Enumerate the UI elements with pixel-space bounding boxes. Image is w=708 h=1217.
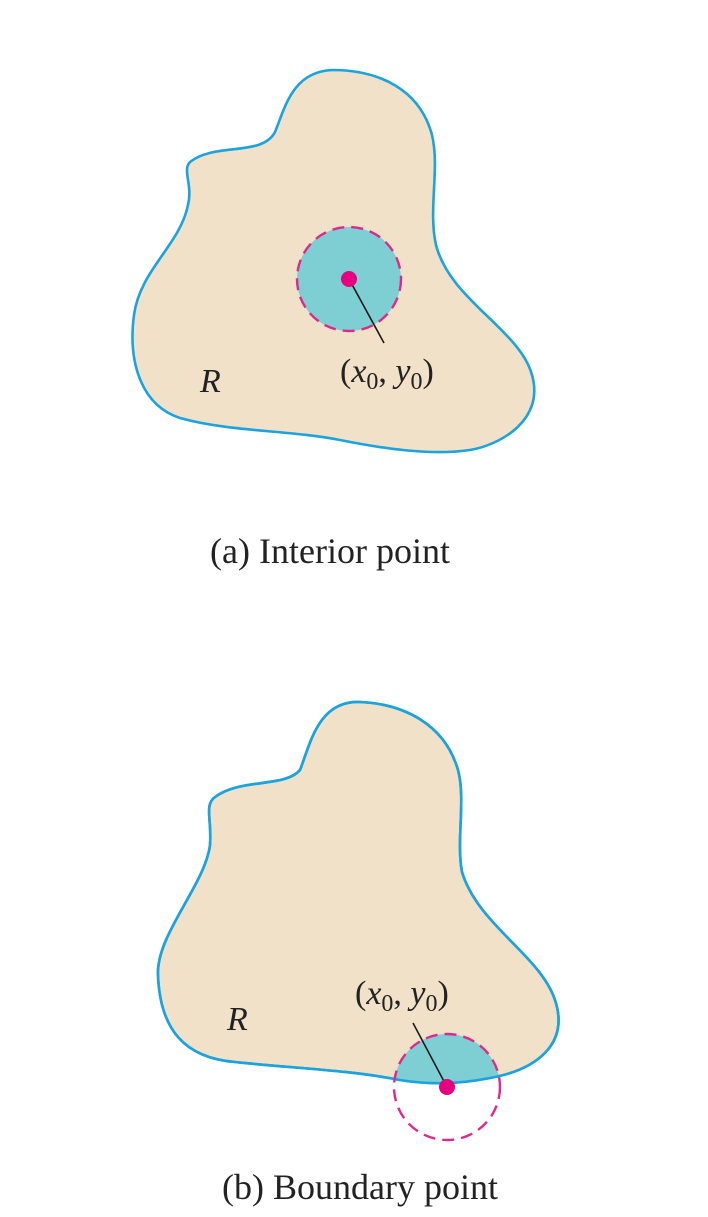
neighborhood-disk-outline-b <box>392 1032 502 1142</box>
point-label-a: (x0, y0) <box>340 353 434 395</box>
caption-b: (b) Boundary point <box>222 1167 498 1207</box>
point-label-b: (x0, y0) <box>355 975 449 1017</box>
region-b-outline <box>156 700 560 1085</box>
leader-line-a <box>348 278 385 344</box>
point-x0y0-a <box>341 271 357 287</box>
panel-b: R (x0, y0) (b) Boundary point <box>156 700 560 1207</box>
region-label-a: R <box>199 363 221 400</box>
caption-a: (a) Interior point <box>210 531 450 571</box>
panel-a: R (x0, y0) (a) Interior point <box>131 68 536 571</box>
region-label-b: R <box>226 1001 248 1038</box>
neighborhood-disk-outline-a <box>295 225 403 333</box>
point-x0y0-b <box>439 1079 455 1095</box>
neighborhood-disk-b <box>394 1034 500 1084</box>
leader-line-b <box>412 1022 448 1088</box>
region-b <box>156 700 560 1085</box>
